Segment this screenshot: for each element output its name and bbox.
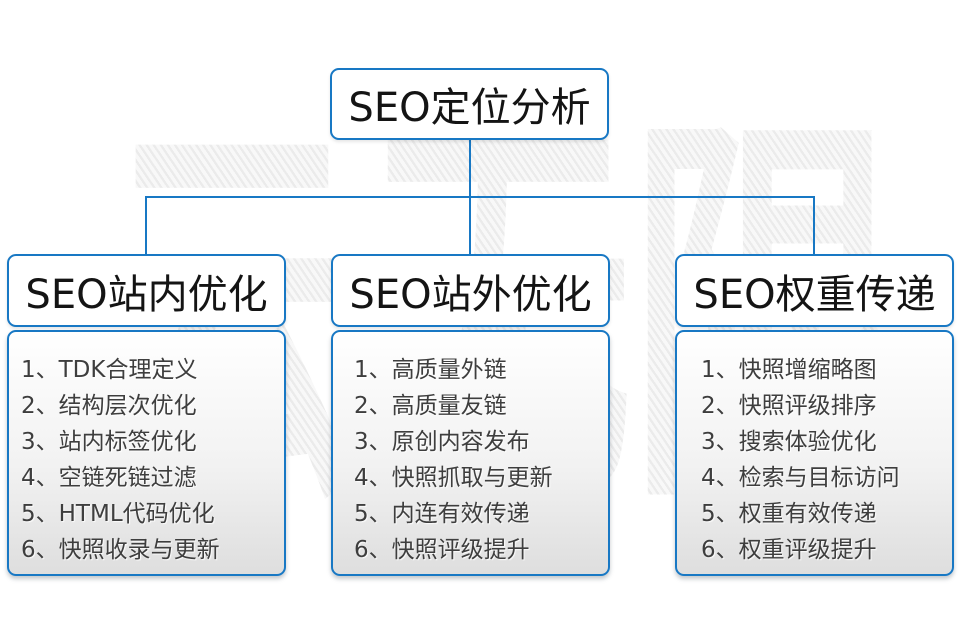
- root-node-label: SEO定位分析: [348, 85, 591, 131]
- connector-horizontal: [145, 196, 815, 198]
- connector-root-vertical: [469, 140, 471, 197]
- offsite-optimization-list: 1、高质量外链 2、高质量友链 3、原创内容发布 4、快照抓取与更新 5、内连有…: [331, 330, 610, 576]
- list-item: 4、空链死链过滤: [21, 465, 197, 491]
- list-item: 2、快照评级排序: [701, 393, 877, 419]
- list-item: 2、结构层次优化: [21, 393, 197, 419]
- list-item: 5、HTML代码优化: [21, 501, 215, 527]
- list-item: 2、高质量友链: [354, 393, 507, 419]
- list-item: 4、检索与目标访问: [701, 465, 900, 491]
- list-item: 3、搜索体验优化: [701, 429, 877, 455]
- list-item: 6、快照评级提升: [354, 537, 530, 563]
- list-item: 1、快照增缩略图: [701, 357, 877, 383]
- col1-header-label: SEO站内优化: [25, 271, 268, 318]
- node-offsite-optimization-header: SEO站外优化: [331, 254, 610, 327]
- col3-header-label: SEO权重传递: [693, 271, 936, 318]
- node-onsite-optimization-header: SEO站内优化: [7, 254, 286, 327]
- weight-transfer-list: 1、快照增缩略图 2、快照评级排序 3、搜索体验优化 4、检索与目标访问 5、权…: [675, 330, 954, 576]
- list-item: 4、快照抓取与更新: [354, 465, 553, 491]
- connector-middle-vertical: [469, 196, 471, 254]
- col2-header-label: SEO站外优化: [349, 271, 592, 318]
- node-weight-transfer-header: SEO权重传递: [675, 254, 954, 327]
- connector-right-vertical: [813, 196, 815, 254]
- node-seo-positioning-analysis: SEO定位分析: [330, 68, 609, 140]
- onsite-optimization-list: 1、TDK合理定义 2、结构层次优化 3、站内标签优化 4、空链死链过滤 5、H…: [7, 330, 286, 576]
- list-item: 5、权重有效传递: [701, 501, 877, 527]
- list-item: 3、原创内容发布: [354, 429, 530, 455]
- list-item: 6、权重评级提升: [701, 537, 877, 563]
- list-item: 1、高质量外链: [354, 357, 507, 383]
- list-item: 6、快照收录与更新: [21, 537, 220, 563]
- list-item: 3、站内标签优化: [21, 429, 197, 455]
- connector-left-vertical: [145, 196, 147, 254]
- list-item: 1、TDK合理定义: [21, 357, 198, 383]
- list-item: 5、内连有效传递: [354, 501, 530, 527]
